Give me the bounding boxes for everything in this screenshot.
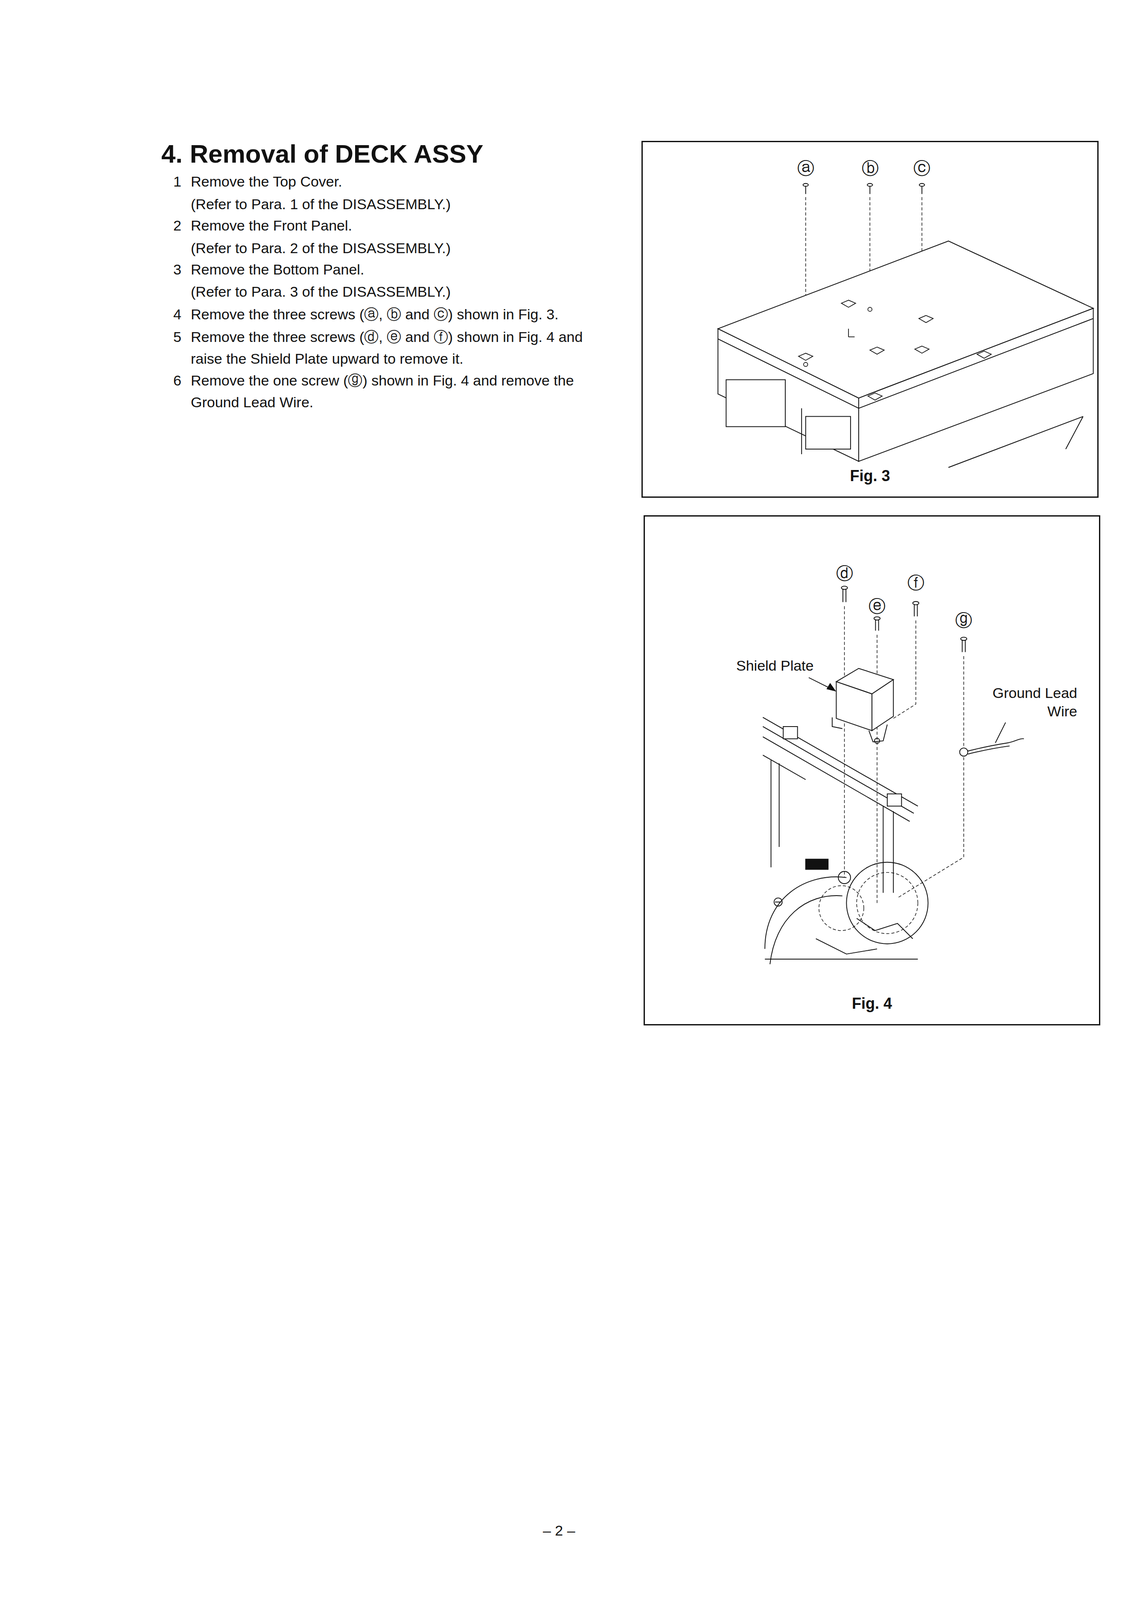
callout-letter: ⓒ [913,157,931,180]
step-text: Remove the Top Cover. [190,170,343,193]
figure-caption: Fig. 3 [642,466,1098,486]
callout-letter: ⓔ [868,595,886,618]
step-text: Remove the Bottom Panel. [190,258,365,281]
step-number: 1 [173,170,182,193]
step-note: (Refer to Para. 1 of the DISASSEMBLY.) [190,193,451,216]
figure-frame: Fig. 4 [643,515,1101,1026]
step-text: Remove the three screws (ⓓ, ⓔ and ⓕ) sho… [190,326,612,370]
part-name: Ground Lead Wire [963,683,1078,721]
figure-caption: Fig. 4 [644,993,1099,1013]
callout-letter: ⓑ [861,157,879,180]
step-number: 3 [173,258,182,281]
step-number: 4 [173,303,182,326]
callout-letter: ⓕ [907,571,925,594]
step-text: Remove the Front Panel. [190,214,353,237]
page-title: 4. Removal of DECK ASSY [161,139,484,170]
step-text: Remove the one screw (ⓖ) shown in Fig. 4… [190,369,612,414]
callout-letter: ⓐ [797,157,815,180]
screw [841,585,967,652]
step-note: (Refer to Para. 3 of the DISASSEMBLY.) [190,280,451,303]
step-number: 5 [173,326,182,348]
page-number: – 2 – [542,1519,576,1542]
step-number: 6 [173,369,182,392]
callout-letter: ⓖ [955,609,973,632]
deck-top-view [717,183,1094,468]
figure-frame: Fig. 3 [641,140,1099,498]
screw [803,183,925,195]
callout-letter: ⓓ [836,562,854,585]
part-name: Shield Plate [736,655,814,676]
step-text: Remove the three screws (ⓐ, ⓑ and ⓒ) sho… [190,303,559,326]
deck-mechanism [762,585,1024,965]
step-note: (Refer to Para. 2 of the DISASSEMBLY.) [190,237,451,260]
step-number: 2 [173,214,182,237]
